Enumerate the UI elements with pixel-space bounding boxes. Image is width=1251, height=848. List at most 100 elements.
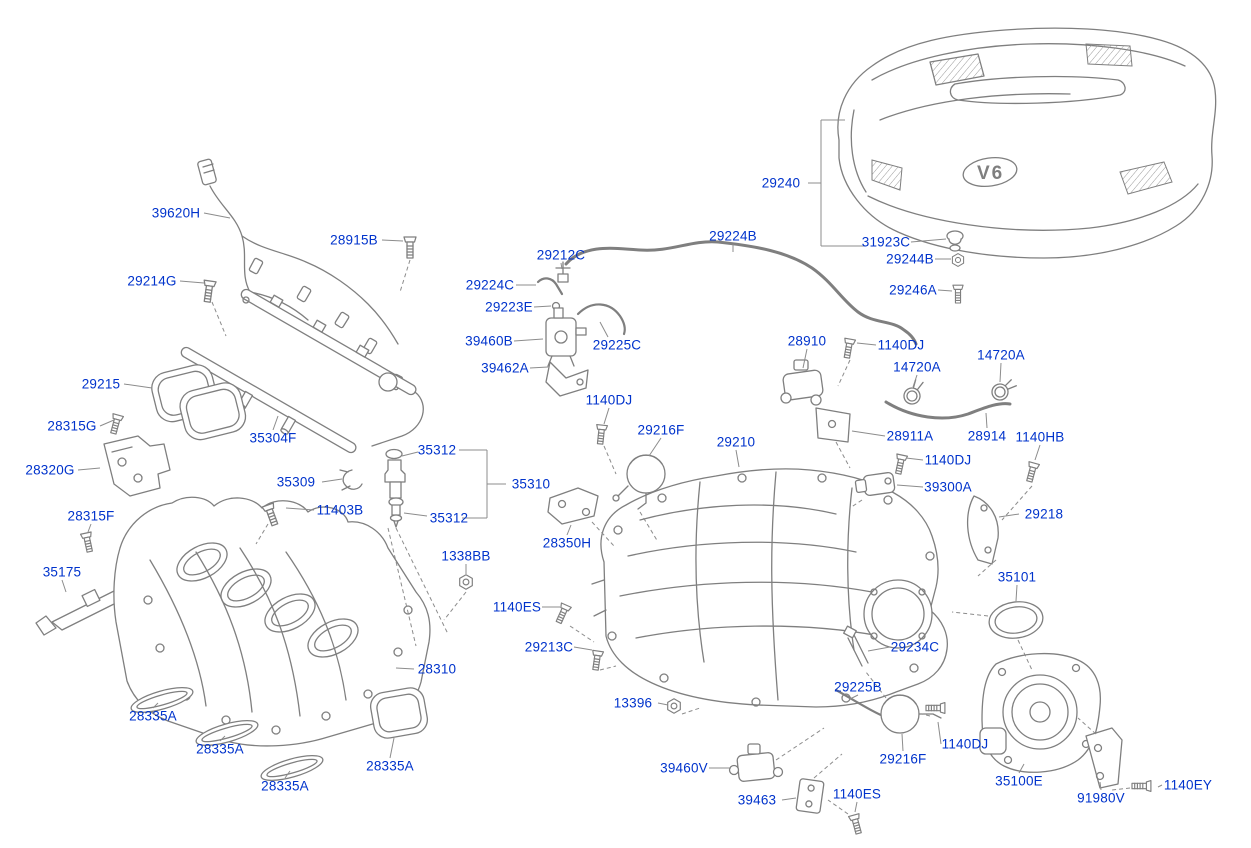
gasket-29215-art (151, 364, 247, 441)
part-label-14720A-2[interactable]: 14720A (977, 347, 1025, 363)
wiring-harness-art (197, 158, 404, 391)
part-label-29234C[interactable]: 29234C (890, 639, 940, 655)
part-label-28335A-4[interactable]: 28335A (366, 758, 414, 774)
part-label-39463[interactable]: 39463 (737, 792, 777, 808)
injector-35310-art (384, 448, 406, 528)
part-label-29225B[interactable]: 29225B (834, 679, 882, 695)
bracket-28350H-art (547, 487, 599, 525)
part-label-28315F[interactable]: 28315F (67, 508, 115, 524)
part-label-1338BB[interactable]: 1338BB (441, 548, 491, 564)
part-label-29210[interactable]: 29210 (716, 434, 756, 450)
part-label-35100E[interactable]: 35100E (995, 773, 1043, 789)
part-label-1140ES-2[interactable]: 1140ES (832, 786, 882, 802)
part-label-1140ES-1[interactable]: 1140ES (492, 599, 542, 615)
actuator-29216F-2-art (880, 694, 942, 734)
part-label-28335A-2[interactable]: 28335A (196, 741, 244, 757)
sensor-35175-art (35, 584, 127, 636)
bracket-91980V-art (1085, 727, 1123, 789)
part-label-11403B[interactable]: 11403B (316, 502, 364, 518)
clip-35309-art (339, 469, 363, 491)
part-label-14720A-1[interactable]: 14720A (893, 359, 941, 375)
part-label-39620H[interactable]: 39620H (151, 205, 201, 221)
part-label-29224B[interactable]: 29224B (709, 228, 757, 244)
bolt-1140DJ-3-icon (594, 423, 609, 446)
gasket-28335A-art (130, 686, 429, 782)
part-label-35175[interactable]: 35175 (42, 564, 82, 580)
valve-28910-art (780, 359, 824, 406)
part-label-1140DJ-3[interactable]: 1140DJ (585, 392, 633, 408)
part-label-28310[interactable]: 28310 (417, 661, 457, 677)
bolt-1140DJ-1-icon (840, 337, 857, 360)
part-label-28335A-1[interactable]: 28335A (129, 708, 177, 724)
engine-cover-art: V6 (808, 27, 1217, 259)
part-label-1140DJ-4[interactable]: 1140DJ (941, 736, 989, 752)
throttle-body-art (979, 652, 1102, 773)
part-label-1140DJ-2[interactable]: 1140DJ (924, 452, 972, 468)
grommet-31923C-art (946, 230, 964, 252)
v6-badge: V6 (962, 156, 1018, 188)
bolt-1140DJ-2-icon (892, 453, 909, 476)
part-label-39462A[interactable]: 39462A (481, 360, 529, 376)
bracket-28911A-art (815, 407, 851, 443)
part-label-13396[interactable]: 13396 (613, 695, 653, 711)
part-label-1140DJ-1[interactable]: 1140DJ (877, 337, 925, 353)
purge-valve-cluster-art (536, 261, 626, 397)
part-label-35310[interactable]: 35310 (511, 476, 551, 492)
part-label-28910[interactable]: 28910 (787, 333, 827, 349)
leader-lines (61, 212, 1163, 813)
part-label-28315G[interactable]: 28315G (47, 418, 97, 434)
part-label-28320G[interactable]: 28320G (25, 462, 75, 478)
part-label-29240[interactable]: 29240 (761, 175, 801, 191)
nut-29244B-icon (951, 253, 965, 267)
bolt-29213C-icon (589, 649, 605, 672)
part-label-31923C[interactable]: 31923C (861, 234, 911, 250)
part-label-29216F-2[interactable]: 29216F (879, 751, 927, 767)
part-label-29246A[interactable]: 29246A (889, 282, 937, 298)
hose-29224B-art (564, 240, 918, 346)
part-label-35309[interactable]: 35309 (276, 474, 316, 490)
clamp-14720A-2-icon (990, 376, 1018, 404)
part-label-39460V[interactable]: 39460V (660, 760, 708, 776)
part-label-29214G[interactable]: 29214G (127, 273, 177, 289)
part-label-28915B[interactable]: 28915B (330, 232, 378, 248)
assembly-dash-lines (211, 259, 1131, 815)
part-label-28911A[interactable]: 28911A (886, 428, 934, 444)
sensor-39300A-art (854, 472, 896, 496)
part-label-35304F[interactable]: 35304F (249, 430, 297, 446)
part-label-28914[interactable]: 28914 (967, 428, 1007, 444)
v6-badge-text: V6 (977, 163, 1004, 184)
part-label-29213C[interactable]: 29213C (524, 639, 574, 655)
actuator-29216F-1-art (612, 454, 666, 510)
part-label-39460B[interactable]: 39460B (465, 333, 513, 349)
part-label-29223E[interactable]: 29223E (485, 299, 533, 315)
part-label-29216F-1[interactable]: 29216F (637, 422, 685, 438)
part-label-29244B[interactable]: 29244B (886, 251, 934, 267)
bolt-1140EY-icon (1131, 780, 1152, 792)
part-label-29212C[interactable]: 29212C (536, 247, 586, 263)
bolt-1140ES-1-icon (553, 602, 572, 626)
part-label-28335A-3[interactable]: 28335A (261, 778, 309, 794)
bolt-28315F-icon (79, 531, 96, 554)
part-label-35101[interactable]: 35101 (997, 569, 1037, 585)
stud-29234C-art (843, 625, 869, 667)
bracket-39463-art (795, 778, 825, 814)
valve-39460V-art (728, 743, 784, 782)
part-label-91980V[interactable]: 91980V (1077, 790, 1125, 806)
part-label-29218[interactable]: 29218 (1024, 506, 1064, 522)
hose-28914-art (884, 400, 1012, 420)
part-label-29215[interactable]: 29215 (81, 376, 121, 392)
part-label-39300A[interactable]: 39300A (924, 479, 972, 495)
part-label-28350H[interactable]: 28350H (542, 535, 592, 551)
part-label-1140HB[interactable]: 1140HB (1015, 429, 1065, 445)
sensor-28320G-art (103, 435, 171, 497)
part-label-29224C[interactable]: 29224C (465, 277, 515, 293)
bolt-1140ES-2-icon (847, 813, 865, 836)
part-label-1140EY[interactable]: 1140EY (1163, 777, 1213, 793)
intake-manifold-lower-art (113, 496, 431, 747)
part-label-29225C[interactable]: 29225C (592, 337, 642, 353)
bolt-29246A-icon (952, 284, 964, 304)
part-label-35312-1[interactable]: 35312 (417, 442, 457, 458)
bolt-28315G-icon (107, 413, 125, 436)
part-label-35312-2[interactable]: 35312 (429, 510, 469, 526)
